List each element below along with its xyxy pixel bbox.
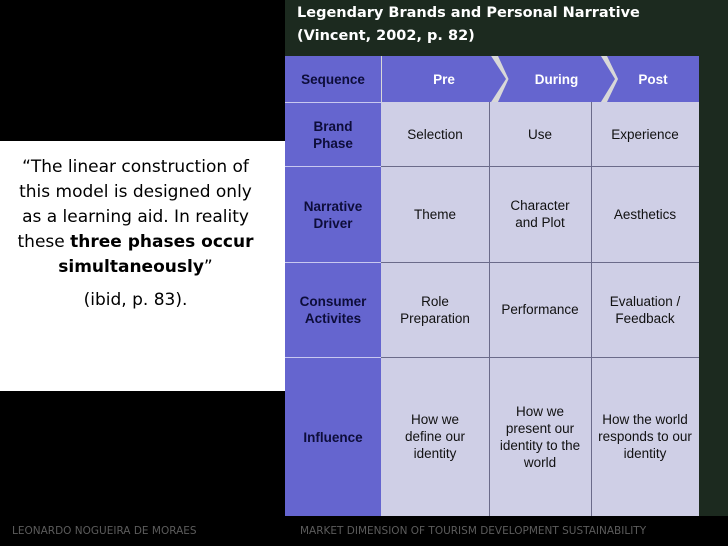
footer-author: LEONARDO NOGUEIRA DE MORAES xyxy=(12,525,197,537)
slide-title-line-2: (Vincent, 2002, p. 82) xyxy=(297,28,475,44)
row-label-brand-phase: Brand Phase xyxy=(285,102,381,166)
slide-title: Legendary Brands and Personal Narrative … xyxy=(297,2,717,48)
quote-text: “The linear construction of this model i… xyxy=(8,155,263,313)
row-label-consumer-activities: Consumer Activites xyxy=(285,262,381,357)
row-divider-3 xyxy=(381,357,699,358)
cell-consumer-activities-post: Evaluation / Feedback xyxy=(609,293,681,326)
row-divider-2 xyxy=(381,262,699,263)
phase-chevron-pre: Pre xyxy=(382,56,506,102)
right-accent-stripe xyxy=(699,56,728,516)
row-label-narrative-driver: Narrative Driver xyxy=(285,166,381,262)
phase-label-post: Post xyxy=(638,71,668,87)
phase-chevron-post: Post xyxy=(607,56,699,102)
cell-influence-pre: How we define our identity xyxy=(404,412,466,461)
header-band xyxy=(0,0,728,56)
cell-brand-phase-pre: Selection xyxy=(407,126,463,142)
header-left-strip xyxy=(0,0,285,56)
slide-title-line-1: Legendary Brands and Personal Narrative xyxy=(297,5,640,21)
row-label-influence: Influence xyxy=(285,357,381,516)
quote-text-close: ” xyxy=(203,257,213,277)
quote-text-emphasis: three phases occur simultaneously xyxy=(58,232,254,277)
cell-influence-post: How the world responds to our identity xyxy=(598,412,692,461)
cell-consumer-activities-during: Performance xyxy=(501,302,579,317)
cell-narrative-driver-during: Character and Plot xyxy=(510,198,570,230)
col-divider-2 xyxy=(591,102,592,516)
footer-course-title: MARKET DIMENSION OF TOURISM DEVELOPMENT … xyxy=(300,525,647,537)
quote-citation: (ibid, p. 83). xyxy=(83,290,188,310)
sequence-label: Sequence xyxy=(285,56,381,102)
row-divider-1 xyxy=(381,166,699,167)
cell-brand-phase-during: Use xyxy=(527,126,552,142)
cell-consumer-activities-pre: Role Preparation xyxy=(400,293,470,326)
phase-label-during: During xyxy=(534,71,579,87)
quote-panel xyxy=(0,141,285,391)
cell-influence-during: How we present our identity to the world xyxy=(499,403,581,470)
cell-narrative-driver-pre: Theme xyxy=(413,206,457,222)
cell-brand-phase-post: Experience xyxy=(611,126,679,142)
col-divider-1 xyxy=(489,102,490,516)
phase-chevron-during: During xyxy=(498,56,615,102)
phase-label-pre: Pre xyxy=(433,71,455,87)
quote-text-open: “The linear construction of this model i… xyxy=(17,157,252,252)
cell-narrative-driver-post: Aesthetics xyxy=(613,206,677,222)
